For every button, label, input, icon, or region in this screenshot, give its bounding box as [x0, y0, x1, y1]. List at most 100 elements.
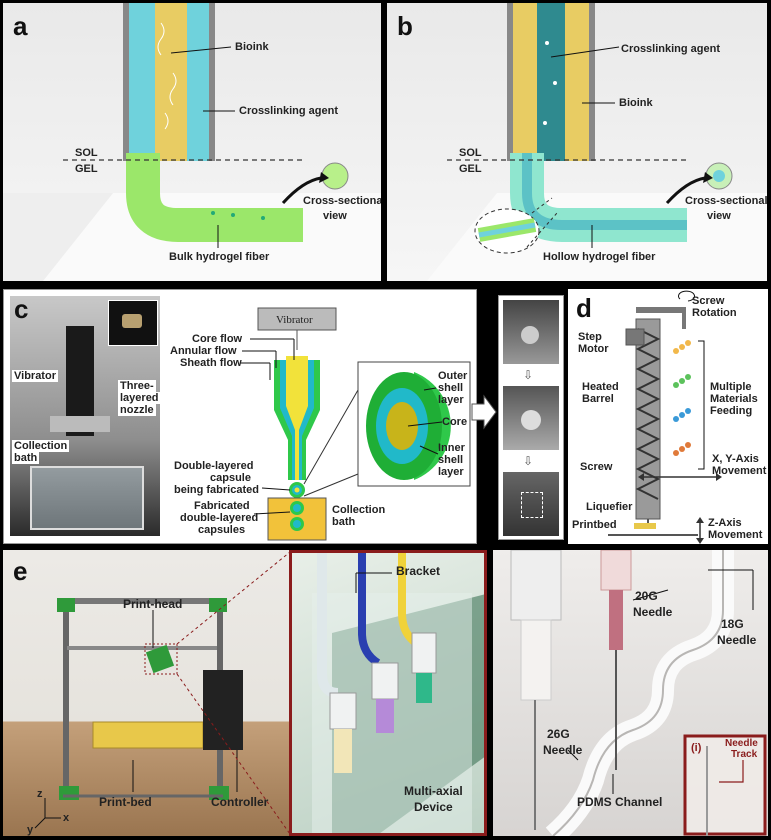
sol-label: SOL — [75, 147, 98, 159]
panel-c-label: c — [14, 294, 29, 324]
z-1: Z-Axis — [708, 517, 742, 529]
needle26-2: Needle — [543, 743, 583, 757]
panel-e-label: e — [13, 556, 28, 586]
multiaxial-label-2: Device — [414, 800, 453, 814]
bioprinter-photo — [34, 552, 289, 834]
bioink-channel — [155, 3, 187, 161]
print-head-label: Print-head — [123, 597, 183, 611]
panel-d: d Screw Rotation Step Motor Heated Barre… — [568, 289, 768, 544]
outer-label-2: shell — [438, 382, 464, 394]
panel-b-illustration — [427, 3, 767, 281]
pdms-label: PDMS Channel — [577, 795, 663, 809]
step-motor-2: Motor — [578, 343, 609, 355]
nozzle-label-3: nozzle — [118, 404, 156, 416]
needle-track-1: Needle — [725, 738, 758, 749]
multi-1: Multiple — [710, 381, 752, 393]
needle20-2: Needle — [633, 605, 673, 619]
liquefier-label: Liquefier — [586, 501, 633, 513]
sheath-flow-label: Sheath flow — [180, 357, 242, 369]
heated-barrel-2: Barrel — [582, 393, 614, 405]
bulk-hydrogel-fiber — [126, 153, 303, 242]
bath-label-1: Collection — [12, 440, 70, 452]
inset-i-label: (i) — [691, 742, 702, 754]
screw-rotation-1: Screw — [692, 295, 725, 307]
capsule-core — [386, 402, 418, 450]
capsule-photo-sequence: ⇩ ⇩ — [498, 295, 564, 540]
fab-label-3: capsules — [198, 524, 246, 536]
axis-y-label: y — [27, 824, 34, 836]
crosslinker-channel — [537, 3, 565, 161]
panel-c: c Vibrator Three- layered nozzle Collect… — [3, 289, 477, 544]
inner-label-3: layer — [438, 466, 464, 478]
cross-sectional-label: Cross-sectional — [685, 195, 767, 207]
hollow-hydrogel-fiber — [510, 153, 687, 242]
multi-2: Materials — [710, 393, 758, 405]
screw-rotation-2: Rotation — [692, 307, 737, 319]
xy-1: X, Y-Axis — [712, 453, 759, 465]
panel-b: b Crosslinking agent Bioink SOL GEL Cros… — [387, 3, 767, 281]
bioink-label: Bioink — [235, 41, 269, 53]
bioink-label: Bioink — [619, 97, 653, 109]
capsule-label-2: capsule — [210, 472, 251, 484]
needle26-1: 26G — [547, 727, 570, 741]
panel-a: a Bioink Crosslinking agent SOL GEL Cros… — [3, 3, 381, 281]
z-2: Movement — [708, 529, 763, 541]
controller — [203, 670, 243, 750]
inner-label-2: shell — [438, 454, 464, 466]
capsule-schematic — [240, 307, 471, 541]
print-bed — [92, 721, 204, 749]
coll-label-1: Collection — [332, 504, 386, 516]
core-flow-label: Core flow — [192, 333, 243, 345]
gel-label: GEL — [75, 163, 98, 175]
needle-track-2: Track — [731, 749, 758, 760]
fab-label-2: double-layered — [180, 512, 259, 524]
panel-b-label: b — [397, 11, 413, 41]
nozzle-label-2: layered — [118, 392, 161, 404]
step-motor-1: Step — [578, 331, 602, 343]
panel-a-label: a — [13, 11, 28, 41]
bulk-fiber-label: Bulk hydrogel fiber — [169, 251, 270, 263]
inner-label-1: Inner — [438, 442, 465, 454]
controller-label: Controller — [211, 795, 269, 809]
sol-label: SOL — [459, 147, 482, 159]
multiaxial-label-1: Multi-axial — [404, 784, 463, 798]
needle18-2: Needle — [717, 633, 757, 647]
step-motor — [625, 328, 645, 346]
axis-x-label: x — [63, 812, 70, 824]
inset-frame — [683, 734, 767, 836]
apparatus-photo — [10, 296, 160, 536]
outer-label-3: layer — [438, 394, 464, 406]
print-bed-label: Print-bed — [99, 795, 152, 809]
needle18-1: 18G — [721, 617, 744, 631]
printbed-label: Printbed — [572, 519, 617, 531]
panel-d-label: d — [576, 293, 592, 323]
heated-barrel-1: Heated — [582, 381, 619, 393]
needle20-1: 20G — [635, 589, 658, 603]
xy-2: Movement — [712, 465, 767, 477]
coll-label-2: bath — [332, 516, 356, 528]
print-head — [145, 644, 175, 674]
capsule-label-3: being fabricated — [174, 484, 259, 496]
panel-a-illustration — [3, 3, 381, 281]
axis-z-label: z — [37, 788, 43, 800]
cross-sectional-label: Cross-sectional — [303, 195, 381, 207]
device-illustration — [312, 553, 484, 833]
outer-label-1: Outer — [438, 370, 468, 382]
panel-e: e Print-head Print-bed Controller z x y — [3, 550, 289, 836]
nozzle-label-1: Three- — [118, 380, 156, 392]
fab-label-1: Fabricated — [194, 500, 250, 512]
screw-label: Screw — [580, 461, 613, 473]
gel-label: GEL — [459, 163, 482, 175]
crosslinking-label: Crosslinking agent — [621, 43, 721, 55]
bath-label-2: bath — [12, 452, 40, 464]
pdms-channel-photo: 20G Needle 18G Needle 26G Needle PDMS Ch… — [493, 550, 768, 836]
material-feed — [673, 340, 691, 456]
hollow-fiber-label: Hollow hydrogel fiber — [543, 251, 656, 263]
view-label: view — [707, 210, 731, 222]
capsule-label-1: Double-layered — [174, 460, 254, 472]
vibrator-box-label: Vibrator — [276, 314, 313, 326]
vibrator-photo-label: Vibrator — [12, 370, 58, 382]
pdms-illustration — [510, 550, 767, 836]
bracket-label: Bracket — [396, 564, 441, 578]
annular-flow-label: Annular flow — [170, 345, 237, 357]
